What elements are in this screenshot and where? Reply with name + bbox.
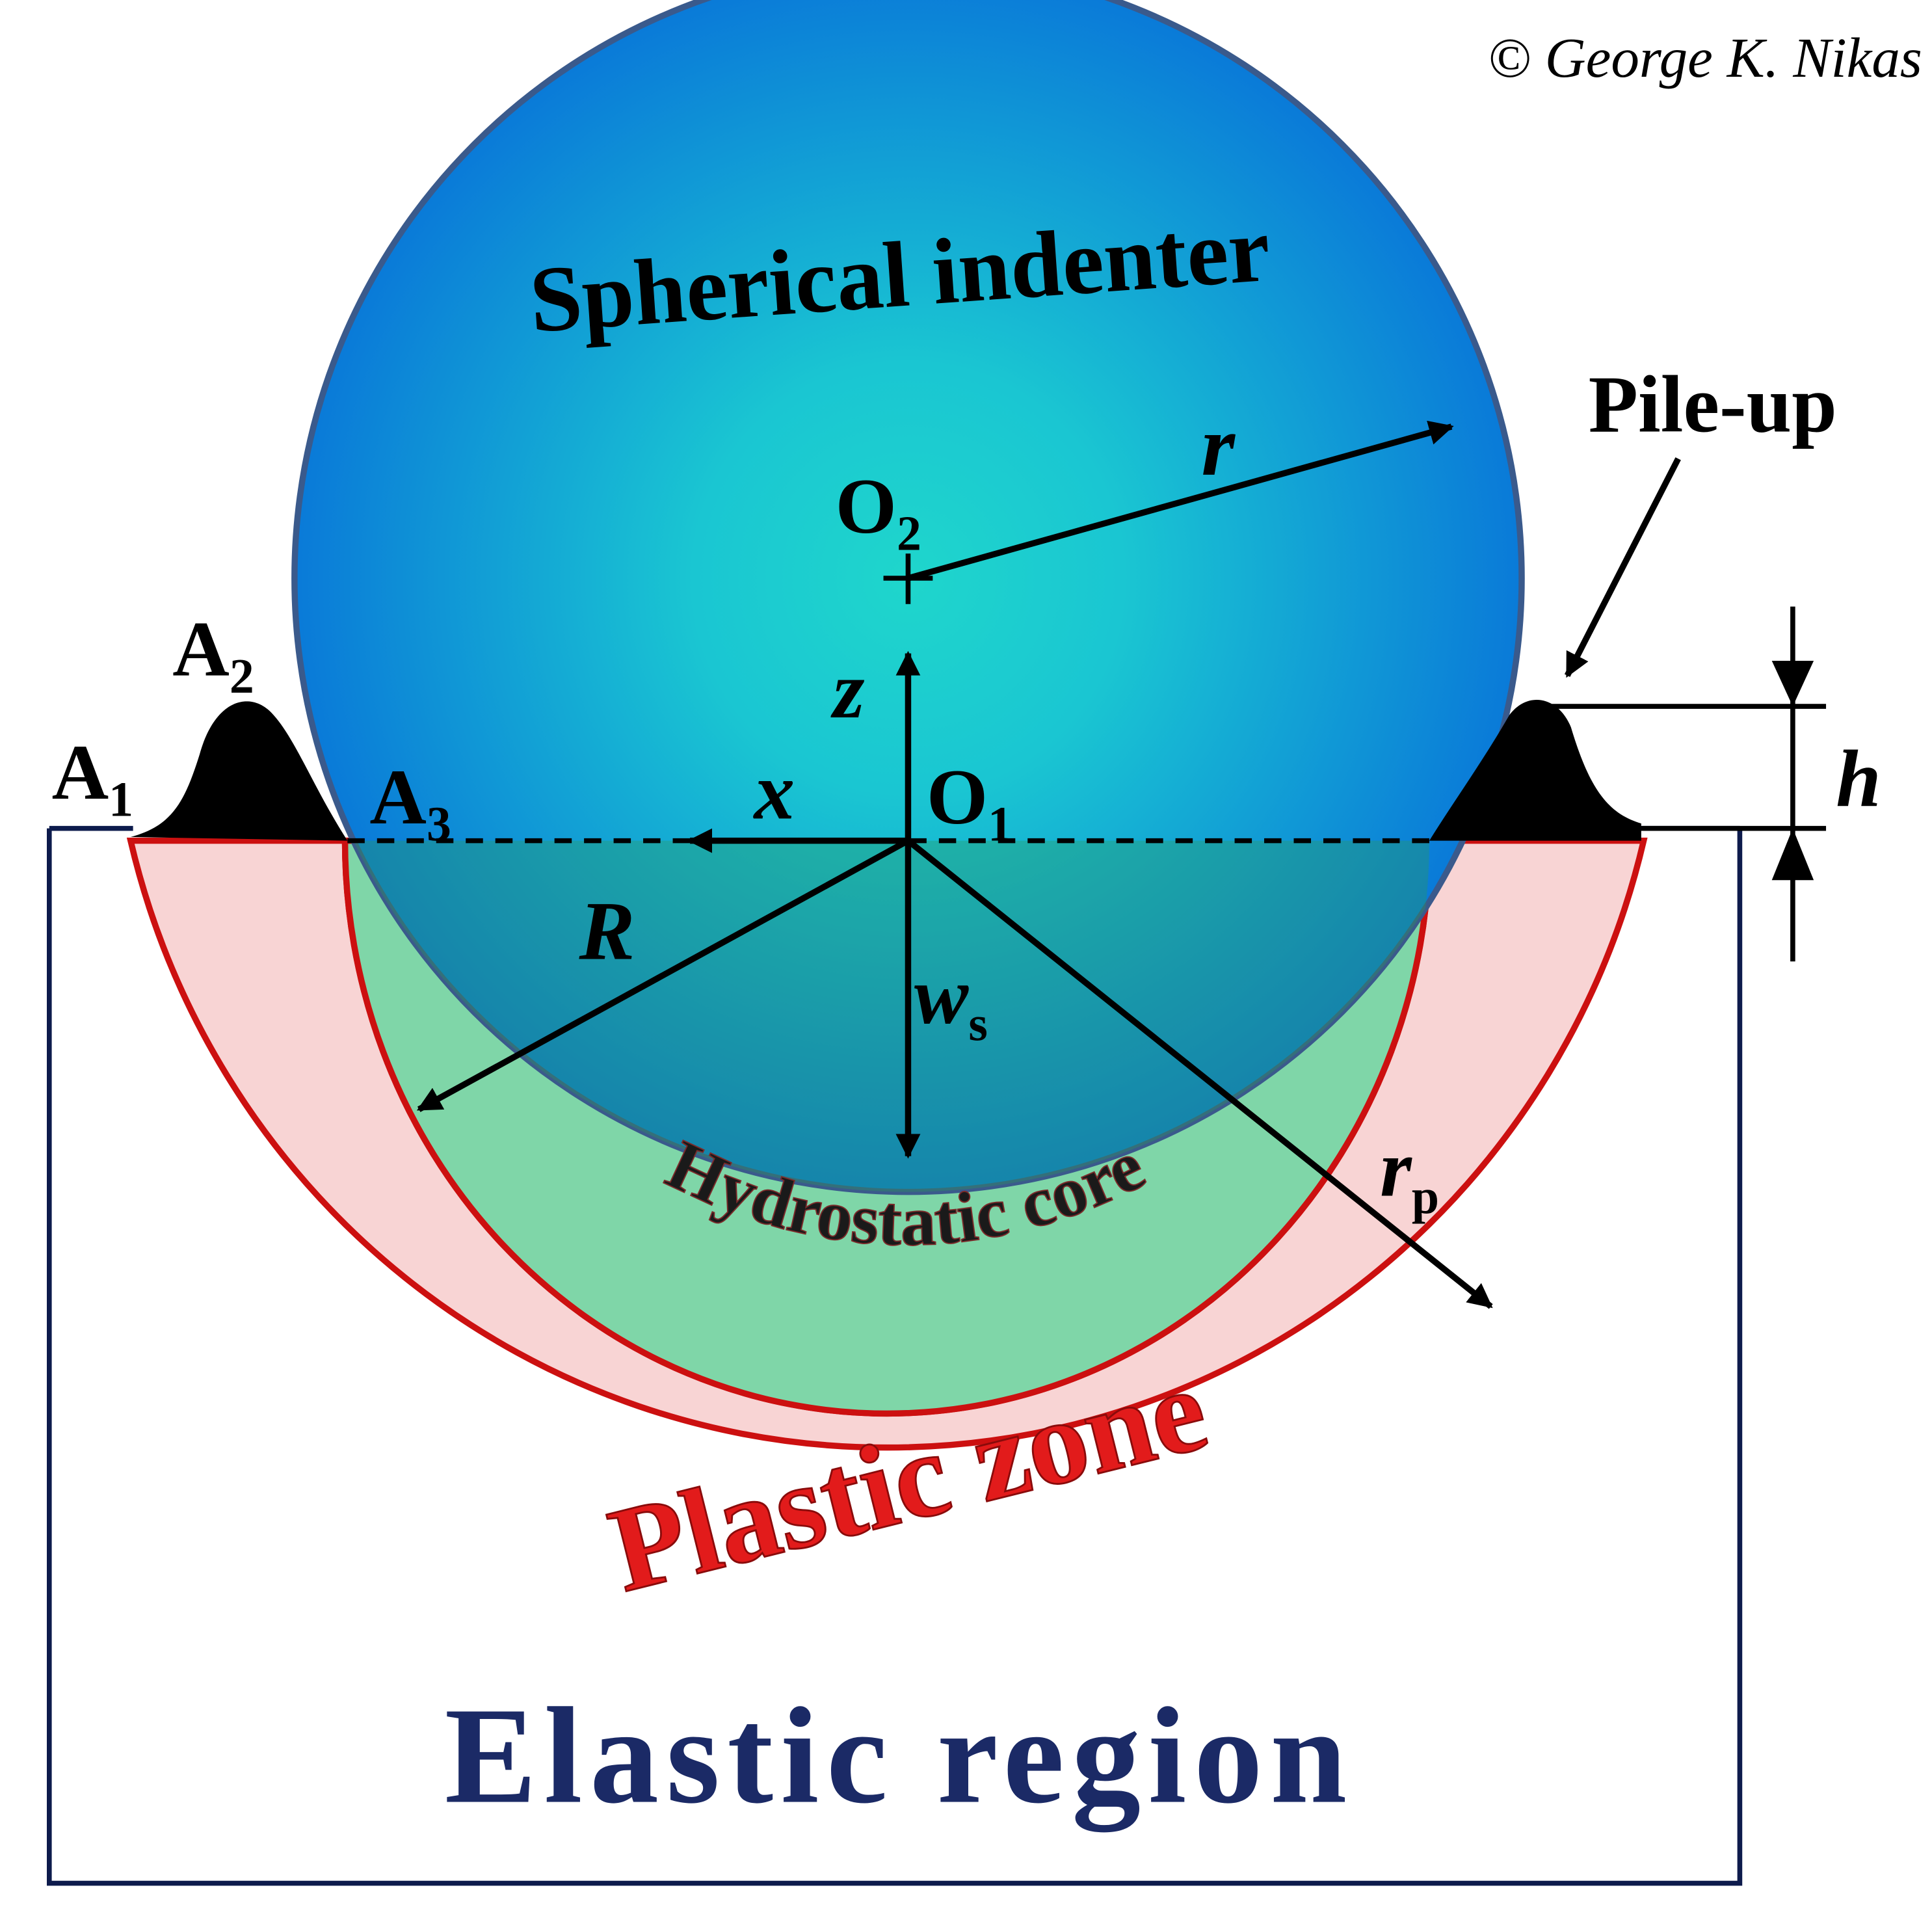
pile-up-arrow: [1564, 457, 1681, 678]
r-arrow: [907, 420, 1454, 581]
pile-up-label: Pile-up: [1589, 360, 1837, 450]
z-label: z: [830, 646, 865, 736]
elastic-region-label: Elastic region: [445, 1679, 1355, 1833]
rp-arrow: [906, 838, 1493, 1309]
h-label: h: [1836, 735, 1881, 825]
a2-label: A2: [172, 606, 254, 704]
pile-up-right: [1429, 699, 1641, 841]
r-label: r: [1201, 398, 1236, 494]
x-label: x: [753, 747, 795, 836]
o2-label: O2: [836, 463, 921, 561]
core-overlay: [345, 840, 1429, 1192]
h-arrow-down: [1771, 660, 1814, 707]
rp-label: rp: [1380, 1124, 1439, 1224]
h-arrow-up: [1771, 828, 1814, 881]
R-arrow: [416, 838, 910, 1112]
R-label: R: [579, 885, 635, 978]
pile-up-left: [130, 701, 348, 841]
copyright-text: © George K. Nikas: [1488, 26, 1922, 89]
o1-label: O1: [927, 754, 1012, 852]
ws-label: ws: [914, 952, 988, 1052]
a1-label: A1: [52, 729, 133, 827]
a3-label: A3: [369, 754, 451, 852]
